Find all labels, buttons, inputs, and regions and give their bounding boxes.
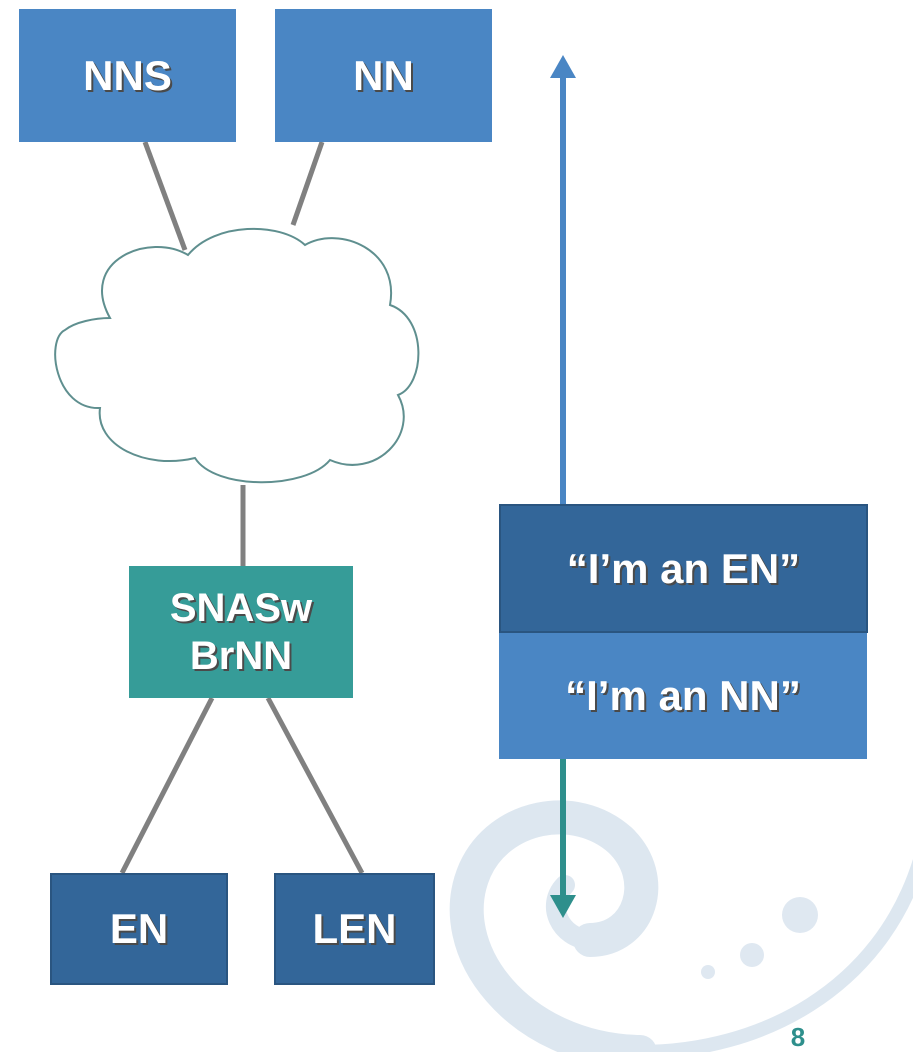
- swirl-dot-medium: [740, 943, 764, 967]
- message-upstream-text: “I’m an EN”: [566, 544, 801, 592]
- node-snasw-brnn: SNASw BrNN: [129, 566, 353, 698]
- node-len: LEN: [274, 873, 435, 985]
- node-snasw-label-line2: BrNN: [189, 634, 293, 678]
- node-en-label: EN: [109, 905, 169, 952]
- connector-snasw-en: [119, 696, 215, 875]
- message-upstream-box: “I’m an EN”: [499, 504, 868, 633]
- swirl-dot-small: [701, 965, 715, 979]
- connector-snasw-len: [265, 696, 365, 875]
- node-nns: NNS: [19, 9, 236, 142]
- network-cloud: [54, 227, 420, 484]
- swirl-watermark: [449, 800, 913, 1052]
- arrow-down-head: [550, 895, 576, 918]
- node-nns-label: NNS: [83, 51, 172, 99]
- node-nn: NN: [275, 9, 492, 142]
- page-number: 8: [790, 1022, 806, 1052]
- connector-nns-cloud: [142, 141, 188, 251]
- node-en: EN: [50, 873, 228, 985]
- arrow-up-head: [550, 55, 576, 78]
- swirl-dot-large: [782, 897, 818, 933]
- node-snasw-label-line1: SNASw: [169, 586, 313, 630]
- node-nn-label: NN: [353, 51, 414, 99]
- message-downstream-text: “I’m an NN”: [565, 672, 801, 719]
- message-downstream-box: “I’m an NN”: [499, 633, 867, 759]
- connector-nn-cloud: [290, 141, 325, 226]
- node-len-label: LEN: [312, 905, 397, 952]
